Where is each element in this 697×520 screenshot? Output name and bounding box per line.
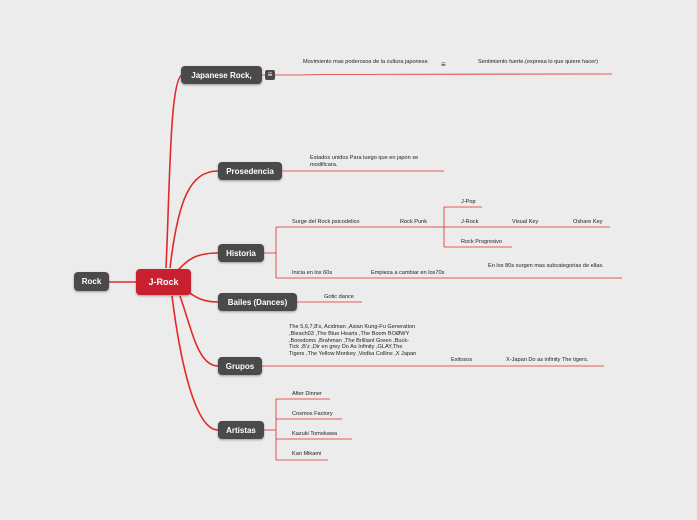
notes-glyph-icon: ≡: [441, 60, 446, 69]
topic-empieza-70s[interactable]: Empieza a cambiar en los70s: [371, 270, 445, 276]
topic-jpop[interactable]: J-Pop: [461, 199, 476, 205]
topic-rock-punk[interactable]: Rock Punk: [400, 219, 428, 225]
topic-sentimiento[interactable]: Sentimiento fuerte.(expresa lo que quier…: [478, 59, 599, 65]
topic-rock-psicodelico[interactable]: Surge del Rock psicodelico: [292, 219, 360, 225]
branch-historia[interactable]: Historia: [218, 244, 264, 262]
topic-rock-progresivo[interactable]: Rock Progresivo: [461, 239, 503, 245]
topic-estados-unidos[interactable]: Estados unidos Para luego que en japon s…: [310, 155, 419, 168]
branch-grupos[interactable]: Grupos: [218, 357, 262, 375]
artist-after-dinner[interactable]: After Dinner: [292, 391, 322, 397]
topic-jrock[interactable]: J-Rock: [461, 219, 479, 225]
branch-artistas[interactable]: Artistas: [218, 421, 264, 439]
topic-movimiento[interactable]: Movimiento mas poderosos de la cultura j…: [303, 59, 428, 65]
artist-cosmos-factory[interactable]: Cosmos Factory: [292, 411, 333, 417]
topic-subcategorias-80s[interactable]: En los 80s surgen mas subcategorias de e…: [488, 263, 604, 269]
central-node-jrock[interactable]: J-Rock: [136, 269, 191, 295]
notes-icon[interactable]: ≡: [265, 70, 275, 80]
artist-kazuki-tomokawa[interactable]: Kazuki Tomokawa: [292, 431, 337, 437]
topic-inicia-60s[interactable]: Inicia en los 60s: [292, 270, 333, 276]
topic-xjapan[interactable]: X-Japan Do as infinity The tigers.: [506, 357, 589, 363]
branch-prosedencia[interactable]: Prosedencia: [218, 162, 282, 180]
branch-bailes[interactable]: Bailes (Dances): [218, 293, 297, 311]
topic-bands-list[interactable]: The 5,6,7,8's, Acidman ,Asian Kung-Fu Ge…: [289, 324, 417, 358]
topic-oshare-key[interactable]: Oshare Key: [573, 219, 603, 225]
artist-kan-mikami[interactable]: Kan Mikami: [292, 451, 322, 457]
branch-japanese-rock[interactable]: Japanese Rock,: [181, 66, 262, 84]
topic-exitosos[interactable]: Exitosos: [451, 357, 473, 363]
topic-gotic-dance[interactable]: Gotic dance: [324, 294, 354, 300]
root-node-rock[interactable]: Rock: [74, 272, 109, 291]
topic-visual-key[interactable]: Visual Key: [512, 219, 539, 225]
